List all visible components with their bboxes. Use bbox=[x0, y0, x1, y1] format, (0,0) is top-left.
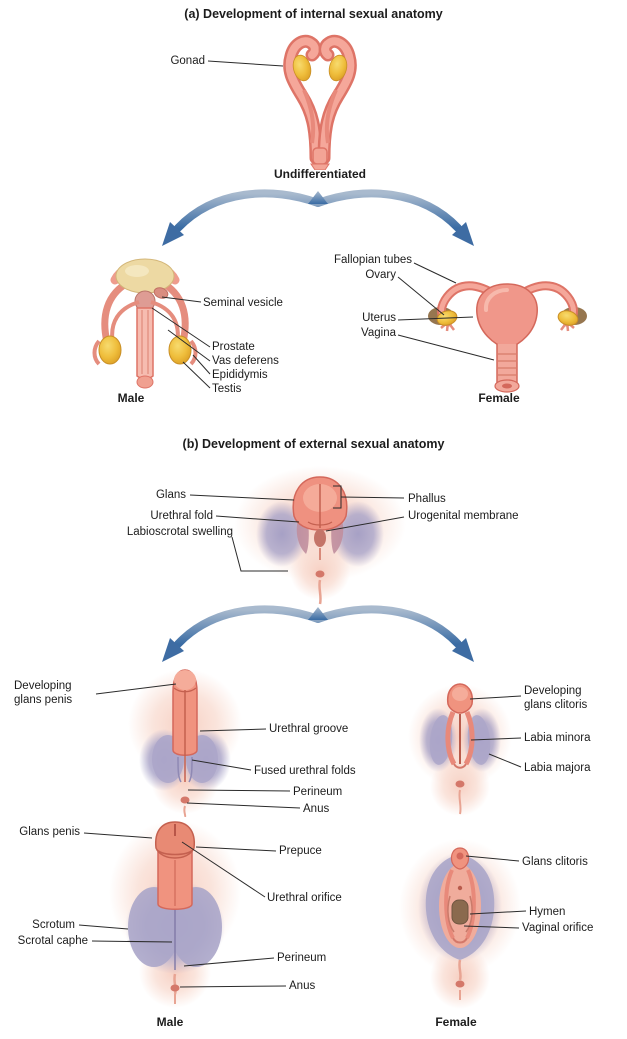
label-ovary: Ovary bbox=[365, 269, 396, 281]
leader-lines bbox=[78, 60, 527, 988]
label-seminal-vesicle: Seminal vesicle bbox=[203, 297, 283, 309]
developing-male-external-illustration bbox=[128, 669, 242, 817]
testis-left bbox=[98, 335, 122, 365]
anus-shape bbox=[170, 984, 180, 992]
glans-clitoris-shape bbox=[456, 852, 464, 860]
labia-minora-left bbox=[445, 710, 457, 766]
label-hymen: Hymen bbox=[529, 906, 566, 918]
label-gonad: Gonad bbox=[170, 55, 205, 67]
ovary-right bbox=[557, 310, 579, 326]
label-phallus: Phallus bbox=[408, 493, 446, 505]
male-internal-illustration bbox=[92, 258, 198, 389]
epididymis-left bbox=[92, 339, 101, 366]
divergence-arrow-a bbox=[162, 189, 474, 246]
adult-female-external-illustration bbox=[399, 839, 521, 1009]
label-labia-minora: Labia minora bbox=[524, 732, 591, 744]
female-internal-illustration bbox=[428, 281, 587, 393]
label-anus-developing: Anus bbox=[303, 803, 330, 815]
label-scrotum: Scrotum bbox=[32, 919, 75, 931]
vaginal-orifice-shape bbox=[451, 899, 469, 925]
adult-male-external-illustration bbox=[109, 820, 241, 1008]
urogenital-membrane-shape bbox=[314, 529, 326, 547]
label-uterus: Uterus bbox=[362, 312, 396, 324]
label-female-external: Female bbox=[435, 1015, 477, 1029]
label-undifferentiated: Undifferentiated bbox=[273, 167, 366, 181]
label-prepuce: Prepuce bbox=[279, 845, 322, 857]
label-vaginal-orifice: Vaginal orifice bbox=[522, 922, 594, 934]
hymen-rim bbox=[447, 895, 473, 933]
label-developing-glans-clitoris: Developing glans clitoris bbox=[524, 685, 588, 711]
gonad-left bbox=[292, 54, 312, 82]
label-female-internal: Female bbox=[478, 391, 520, 405]
divergence-arrow-b bbox=[162, 605, 474, 662]
label-fallopian-tubes: Fallopian tubes bbox=[334, 254, 412, 266]
undifferentiated-internal-illustration bbox=[283, 34, 357, 170]
epididymis-right bbox=[189, 339, 198, 366]
label-vagina: Vagina bbox=[361, 327, 396, 339]
label-prostate: Prostate bbox=[212, 341, 255, 353]
label-urethral-groove: Urethral groove bbox=[269, 723, 349, 735]
anus-shape bbox=[315, 570, 325, 578]
label-epididymis: Epididymis bbox=[212, 369, 268, 381]
section-b-title: (b) Development of external sexual anato… bbox=[182, 437, 445, 451]
labia-minora-right bbox=[463, 710, 475, 766]
label-perineum-adult: Perineum bbox=[277, 952, 327, 964]
label-urethral-fold: Urethral fold bbox=[150, 510, 213, 522]
labia-minora-right bbox=[465, 869, 476, 939]
label-scrotal-caphe: Scrotal caphe bbox=[17, 935, 88, 947]
label-male-external: Male bbox=[156, 1015, 184, 1029]
prepuce-rim bbox=[156, 849, 194, 856]
label-testis: Testis bbox=[212, 383, 242, 395]
anus-shape bbox=[455, 780, 465, 788]
seminal-vesicle-shape bbox=[153, 287, 169, 299]
anus-shape bbox=[180, 796, 190, 804]
label-vas-deferens: Vas deferens bbox=[212, 355, 279, 367]
label-perineum-developing: Perineum bbox=[293, 786, 343, 798]
label-male-internal: Male bbox=[117, 391, 145, 405]
label-anus-adult: Anus bbox=[289, 980, 316, 992]
glans-penis-shape bbox=[155, 821, 195, 859]
label-labioscrotal-swelling: Labioscrotal swelling bbox=[126, 526, 233, 538]
label-glans-penis: Glans penis bbox=[19, 826, 80, 838]
label-urethral-orifice: Urethral orifice bbox=[267, 892, 342, 904]
label-fused-urethral-folds: Fused urethral folds bbox=[254, 765, 356, 777]
anus-shape bbox=[455, 980, 465, 988]
section-a-title: (a) Development of internal sexual anato… bbox=[184, 7, 443, 21]
undifferentiated-external-illustration bbox=[234, 466, 406, 605]
label-urogenital-membrane: Urogenital membrane bbox=[408, 510, 519, 522]
label-glans: Glans bbox=[155, 489, 186, 501]
label-labia-majora: Labia majora bbox=[524, 762, 591, 774]
label-glans-clitoris: Glans clitoris bbox=[522, 856, 588, 868]
gonad-right bbox=[328, 54, 348, 82]
labia-minora-left bbox=[444, 869, 455, 939]
label-developing-glans-penis: Developing glans penis bbox=[14, 680, 73, 706]
